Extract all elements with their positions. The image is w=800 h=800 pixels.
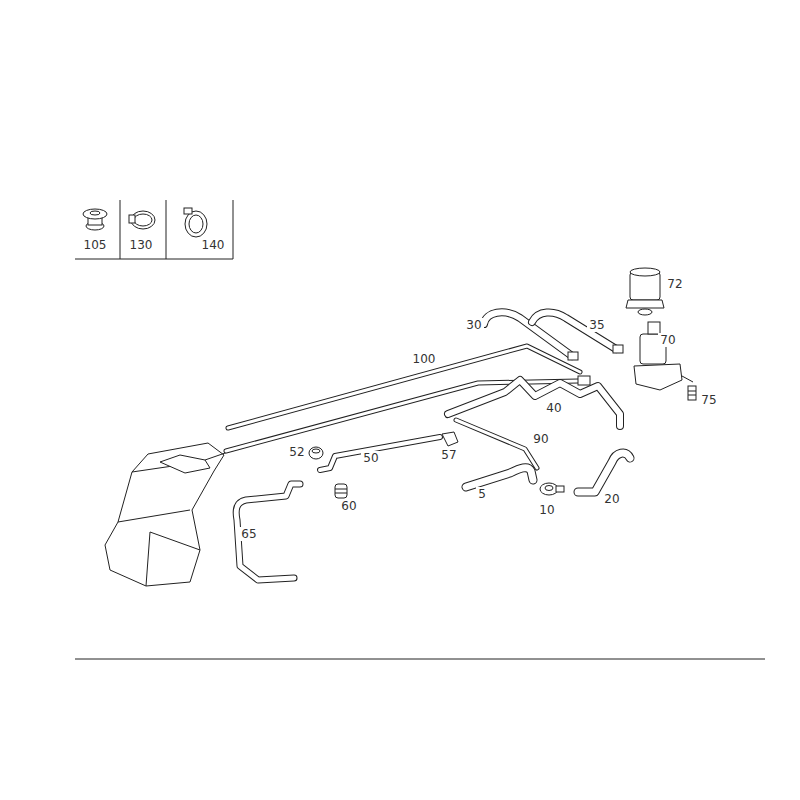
callout-number: 90	[531, 432, 550, 446]
callout-number: 52	[287, 445, 306, 459]
clamp-icon	[184, 208, 207, 237]
grommet-icon	[83, 209, 107, 230]
reservoir	[105, 443, 228, 586]
callout-number: 20	[602, 492, 621, 506]
callout-number: 60	[339, 499, 358, 513]
callout-number: 105	[82, 238, 109, 252]
callout-number: 70	[658, 333, 677, 347]
bleed-screw	[688, 386, 696, 400]
valve	[634, 322, 693, 390]
callout-number: 57	[439, 448, 458, 462]
callout-number: 40	[544, 401, 563, 415]
callout-number: 130	[128, 238, 155, 252]
callout-number: 140	[200, 238, 227, 252]
callout-number: 50	[361, 451, 380, 465]
clamp-icon	[129, 211, 155, 229]
callout-number: 35	[587, 318, 606, 332]
callout-number: 30	[464, 318, 483, 332]
hoses	[226, 312, 630, 580]
callout-number: 65	[239, 527, 258, 541]
callout-number: 100	[411, 352, 438, 366]
callout-number: 5	[476, 487, 488, 501]
callout-number: 75	[699, 393, 718, 407]
valve-motor	[626, 268, 664, 315]
callout-number: 72	[665, 277, 684, 291]
callout-number: 10	[537, 503, 556, 517]
